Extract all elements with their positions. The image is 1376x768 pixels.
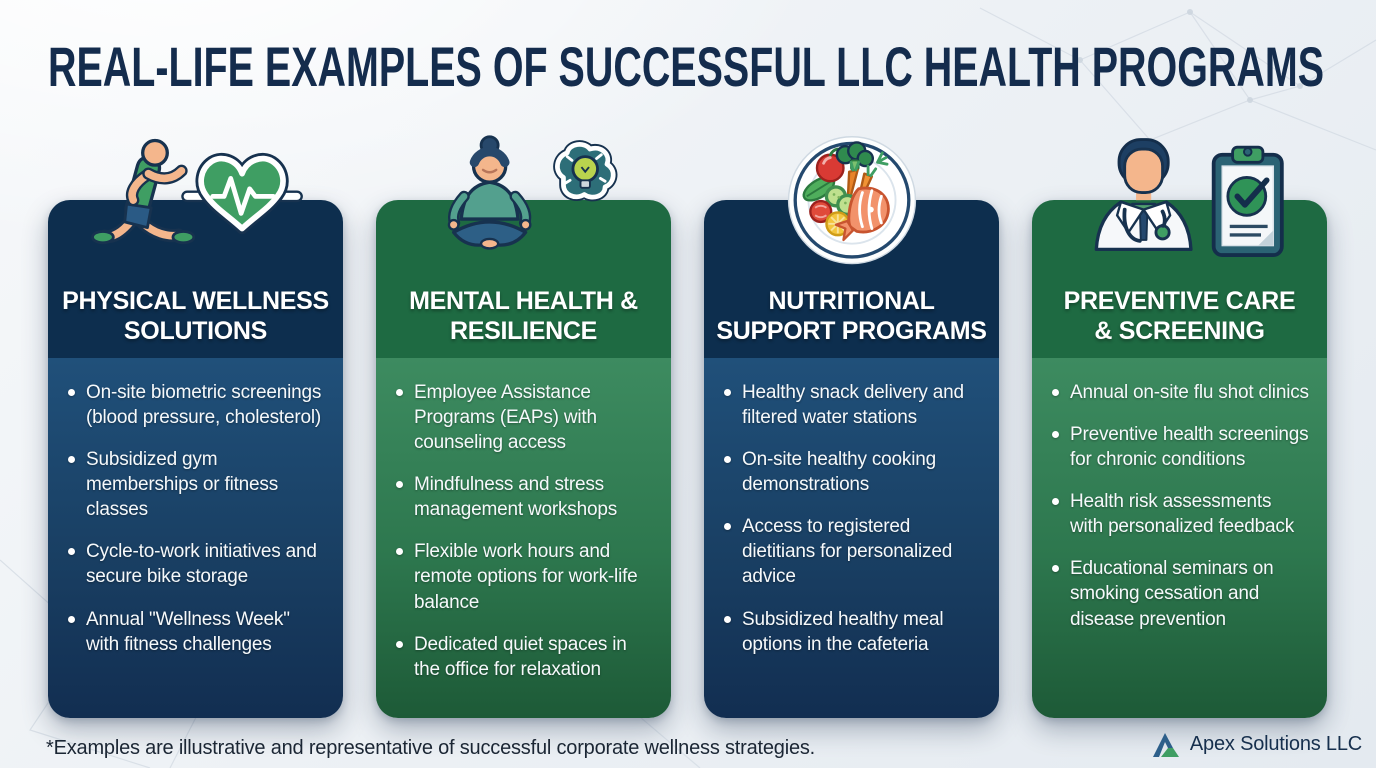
bullet-dot (1052, 431, 1059, 439)
bullet-dot (1052, 389, 1059, 396)
list-item: Educational seminars on smoking cessatio… (1052, 556, 1309, 631)
bullet-dot (724, 615, 731, 623)
bullet-list: Employee Assistance Programs (EAPs) with… (396, 380, 653, 682)
runner-heartbeat-icon (48, 132, 343, 274)
bullet-text: Subsidized healthy meal options in the c… (742, 608, 944, 655)
list-item: Healthy snack delivery and filtered wate… (724, 380, 981, 430)
page-title-text: REAL-LIFE EXAMPLES OF SUCCESSFUL LLC HEA… (48, 35, 1324, 98)
bullet-dot (396, 389, 403, 396)
list-item: Subsidized gym memberships or fitness cl… (68, 447, 325, 522)
bullet-text: Healthy snack delivery and filtered wate… (742, 382, 964, 429)
list-item: Subsidized healthy meal options in the c… (724, 607, 981, 657)
footnote-disclaimer: *Examples are illustrative and represent… (46, 737, 816, 759)
bullet-text: Preventive health screenings for chronic… (1070, 424, 1309, 471)
list-item: On-site healthy cooking demonstrations (724, 447, 981, 497)
bullet-dot (68, 615, 75, 623)
card-title-line: SUPPORT PROGRAMS (716, 316, 987, 345)
card-physical-wellness: PHYSICAL WELLNESS SOLUTIONS On-site biom… (48, 138, 343, 718)
bullet-text: Mindfulness and stress management worksh… (414, 474, 617, 521)
card-body-preventive-care: Annual on-site flu shot clinics Preventi… (1032, 358, 1327, 718)
list-item: On-site biometric screenings (blood pres… (68, 380, 325, 430)
bullet-text: Educational seminars on smoking cessatio… (1070, 558, 1274, 630)
page-title: REAL-LIFE EXAMPLES OF SUCCESSFUL LLC HEA… (48, 34, 1328, 98)
bullet-dot (724, 523, 731, 531)
bullet-list: Annual on-site flu shot clinics Preventi… (1052, 380, 1309, 632)
bullet-dot (68, 389, 75, 396)
card-nutritional-support: NUTRITIONAL SUPPORT PROGRAMS Healthy sna… (704, 136, 999, 718)
bullet-text: Access to registered dietitians for pers… (742, 516, 953, 588)
card-title-line: SOLUTIONS (123, 316, 268, 345)
bullet-text: Cycle-to-work initiatives and secure bik… (86, 541, 317, 588)
program-cards-row: PHYSICAL WELLNESS SOLUTIONS On-site biom… (48, 135, 1328, 718)
list-item: Annual on-site flu shot clinics (1052, 380, 1309, 405)
bullet-list: On-site biometric screenings (blood pres… (68, 380, 325, 657)
bullet-dot (1052, 498, 1059, 506)
card-mental-health: MENTAL HEALTH & RESILIENCE Employee Assi… (376, 135, 671, 718)
list-item: Flexible work hours and remote options f… (396, 539, 653, 614)
list-item: Employee Assistance Programs (EAPs) with… (396, 380, 653, 455)
card-body-mental-health: Employee Assistance Programs (EAPs) with… (376, 358, 671, 718)
bullet-dot (396, 640, 403, 648)
list-item: Health risk assessments with personalize… (1052, 489, 1309, 539)
card-body-physical-wellness: On-site biometric screenings (blood pres… (48, 358, 343, 718)
bullet-dot (396, 548, 403, 556)
card-title-line: PREVENTIVE CARE (1063, 287, 1296, 315)
bullet-text: On-site healthy cooking demonstrations (742, 449, 936, 496)
bullet-text: Flexible work hours and remote options f… (414, 541, 638, 613)
brand-logo: Apex Solutions LLC (1151, 731, 1362, 758)
card-title-line: MENTAL HEALTH & (409, 287, 638, 315)
bullet-dot (1052, 565, 1059, 573)
bullet-dot (724, 389, 731, 396)
brand-name: Apex Solutions LLC (1189, 733, 1362, 755)
bullet-text: Annual on-site flu shot clinics (1070, 382, 1309, 403)
bullet-dot (68, 456, 75, 464)
bullet-text: On-site biometric screenings (blood pres… (86, 382, 322, 429)
card-title-line: RESILIENCE (449, 316, 598, 345)
meditation-brain-icon (376, 132, 671, 274)
card-preventive-care: PREVENTIVE CARE & SCREENING Annual on-si… (1032, 138, 1327, 718)
bullet-text: Subsidized gym memberships or fitness cl… (86, 449, 279, 521)
bullet-text: Employee Assistance Programs (EAPs) with… (414, 382, 597, 454)
list-item: Mindfulness and stress management worksh… (396, 472, 653, 522)
bullet-dot (724, 456, 731, 464)
card-title-line: PHYSICAL WELLNESS (62, 287, 329, 315)
bullet-text: Dedicated quiet spaces in the office for… (414, 633, 627, 680)
card-title-line: & SCREENING (1094, 316, 1265, 345)
apex-triangle-icon (1152, 733, 1179, 757)
doctor-checklist-icon (1032, 132, 1327, 274)
list-item: Annual "Wellness Week" with fitness chal… (68, 607, 325, 657)
list-item: Access to registered dietitians for pers… (724, 514, 981, 589)
bullet-list: Healthy snack delivery and filtered wate… (724, 380, 981, 657)
card-title-physical-wellness: PHYSICAL WELLNESS SOLUTIONS (48, 200, 343, 358)
bullet-dot (68, 548, 75, 556)
bullet-text: Health risk assessments with personalize… (1070, 491, 1294, 538)
list-item: Dedicated quiet spaces in the office for… (396, 632, 653, 682)
bullet-dot (396, 481, 403, 489)
card-title-line: NUTRITIONAL (768, 287, 935, 315)
bullet-text: Annual "Wellness Week" with fitness chal… (86, 608, 290, 655)
list-item: Preventive health screenings for chronic… (1052, 422, 1309, 472)
list-item: Cycle-to-work initiatives and secure bik… (68, 539, 325, 589)
card-body-nutritional-support: Healthy snack delivery and filtered wate… (704, 358, 999, 718)
healthy-food-plate-icon (704, 132, 999, 274)
